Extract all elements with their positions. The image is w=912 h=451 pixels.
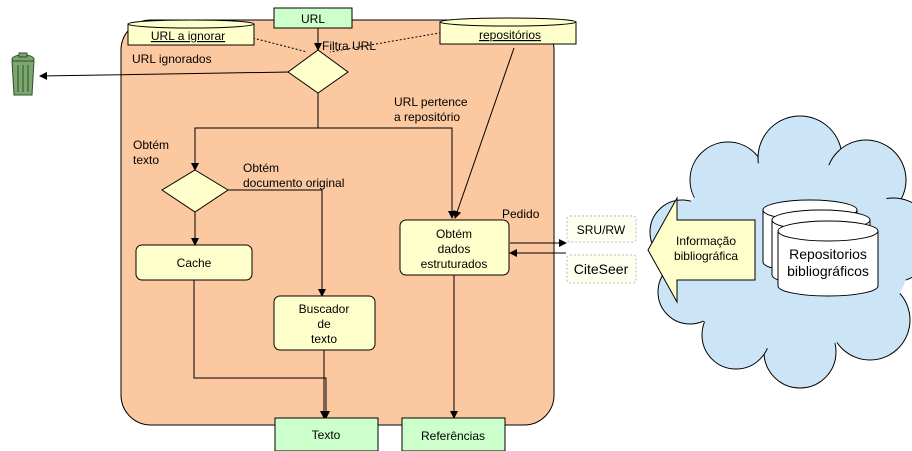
filter-url-decision bbox=[287, 49, 349, 94]
url-ignore-datastore: URL a ignorar bbox=[127, 19, 255, 46]
repositories-datastore: repositórios bbox=[439, 17, 577, 45]
bib-info-label-2: bibliográfica bbox=[674, 249, 738, 263]
cache-label: Cache bbox=[177, 256, 212, 270]
url-ignored-label: URL ignorados bbox=[132, 52, 212, 66]
dotted-connectors bbox=[252, 31, 446, 53]
url-label: URL bbox=[301, 12, 325, 26]
text-searcher-box: Buscador de texto bbox=[273, 295, 376, 351]
url-input-box: URL bbox=[273, 7, 353, 29]
repositories-bib-label-1: Repositorios bbox=[789, 246, 867, 262]
connectors bbox=[39, 28, 567, 419]
repositories-bib-label-2: bibliográficos bbox=[787, 263, 869, 279]
get-original-label-2: documento original bbox=[243, 176, 344, 190]
get-text-label-1: Obtém bbox=[133, 138, 169, 152]
references-output-box: Referências bbox=[401, 417, 506, 451]
searcher-label-3: texto bbox=[311, 332, 337, 346]
get-text-label-2: texto bbox=[133, 153, 159, 167]
url-belongs-label-2: a repositório bbox=[394, 110, 460, 124]
searcher-label-1: Buscador bbox=[299, 302, 350, 316]
structured-label-3: estruturados bbox=[421, 257, 488, 271]
references-output-label: Referências bbox=[421, 429, 485, 443]
bib-info-label-1: Informação bbox=[676, 234, 736, 248]
sru-rw-label: SRU/RW bbox=[577, 223, 626, 237]
url-ignore-label: URL a ignorar bbox=[151, 29, 225, 43]
filter-url-label: Filtra URL bbox=[322, 39, 376, 53]
structured-label-1: Obtém bbox=[436, 227, 472, 241]
sru-rw-box: SRU/RW bbox=[566, 215, 637, 243]
trash-can-icon bbox=[11, 52, 35, 96]
text-output-label: Texto bbox=[312, 428, 341, 442]
repositories-label: repositórios bbox=[479, 28, 541, 42]
get-structured-data-box: Obtém dados estruturados bbox=[399, 219, 510, 276]
get-text-decision bbox=[161, 169, 229, 213]
database-stack-icon bbox=[762, 199, 879, 297]
url-belongs-label-1: URL pertence bbox=[394, 95, 468, 109]
structured-label-2: dados bbox=[438, 242, 471, 256]
citeseer-label: CiteSeer bbox=[574, 261, 629, 277]
get-original-label-1: Obtém bbox=[243, 161, 279, 175]
citeseer-box: CiteSeer bbox=[566, 254, 637, 284]
searcher-label-2: de bbox=[317, 317, 331, 331]
text-output-box: Texto bbox=[274, 417, 379, 451]
bibliographic-info-arrow bbox=[647, 196, 756, 304]
request-label: Pedido bbox=[502, 207, 540, 221]
cache-box: Cache bbox=[135, 244, 253, 281]
